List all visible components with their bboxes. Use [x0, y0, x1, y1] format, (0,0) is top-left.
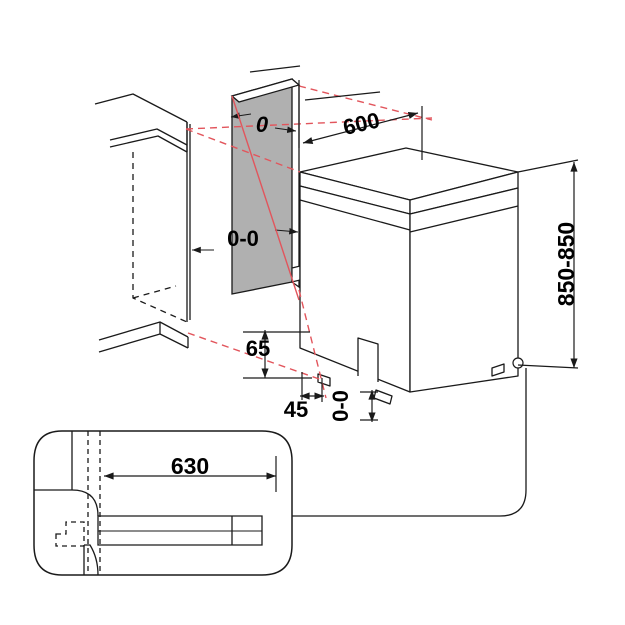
corner-reference-circle [512, 357, 524, 369]
dim-850-ext-bottom [517, 364, 579, 369]
guide-line-panel-base [298, 289, 327, 399]
dim-600-rail-upper [304, 91, 381, 101]
dimension-45-group [300, 372, 324, 402]
cabinet-worktop-front-edge [109, 128, 188, 146]
dimension-65-group [243, 330, 312, 379]
dimension-630-group [104, 456, 277, 492]
dimension-label-45: 45 [284, 397, 308, 422]
cabinet-hidden-floor-edge [132, 285, 177, 299]
dishwasher-body-group [299, 147, 524, 405]
dimension-label-630: 630 [171, 453, 209, 479]
cabinet-worktop-top-edge [94, 93, 188, 123]
dishwasher-control-band-line [409, 205, 519, 233]
dimension-label-base-00: 0-0 [328, 390, 353, 422]
left-cabinet-group [94, 93, 214, 353]
panel-top-gap-arrow-left [230, 112, 252, 119]
plan-hidden-detail-shape [55, 521, 85, 547]
dimension-label-65: 65 [246, 336, 270, 361]
dishwasher-left-band-line [299, 199, 411, 231]
plan-view-panel [33, 430, 293, 576]
guide-line-panel-vertical [231, 95, 300, 301]
dimension-label-850-850: 850-850 [553, 222, 579, 306]
dim-600-rail-top [249, 65, 301, 73]
dimension-label-panel-top: 0 [256, 112, 269, 137]
dimension-850-group [517, 159, 579, 369]
dim-850-ext-top [517, 159, 579, 173]
cabinet-worktop-lower-edge [109, 135, 188, 153]
plan-door-swing-arc [71, 489, 99, 517]
door-panel-latch-nub [291, 265, 301, 283]
plan-hinge-stub-curve [84, 544, 99, 576]
dishwasher-foot-rear-right [491, 363, 505, 377]
dimension-label-panel-mid: 0-0 [227, 226, 259, 251]
guide-line-top-diagonal [185, 128, 301, 173]
plan-view-inset-group: 630 [33, 430, 293, 576]
dishwasher-toekick-recess [357, 337, 379, 382]
panel-mid-gap-arrow [274, 227, 299, 235]
dimension-base-00-group [360, 390, 378, 422]
inset-leader-line-group [292, 368, 527, 517]
dim-600-line [302, 111, 419, 145]
dimension-600-group [249, 65, 423, 160]
panel-top-gap-arrow-right [274, 126, 297, 134]
dishwasher-right-face [409, 187, 519, 393]
inset-leader-line [292, 368, 527, 517]
